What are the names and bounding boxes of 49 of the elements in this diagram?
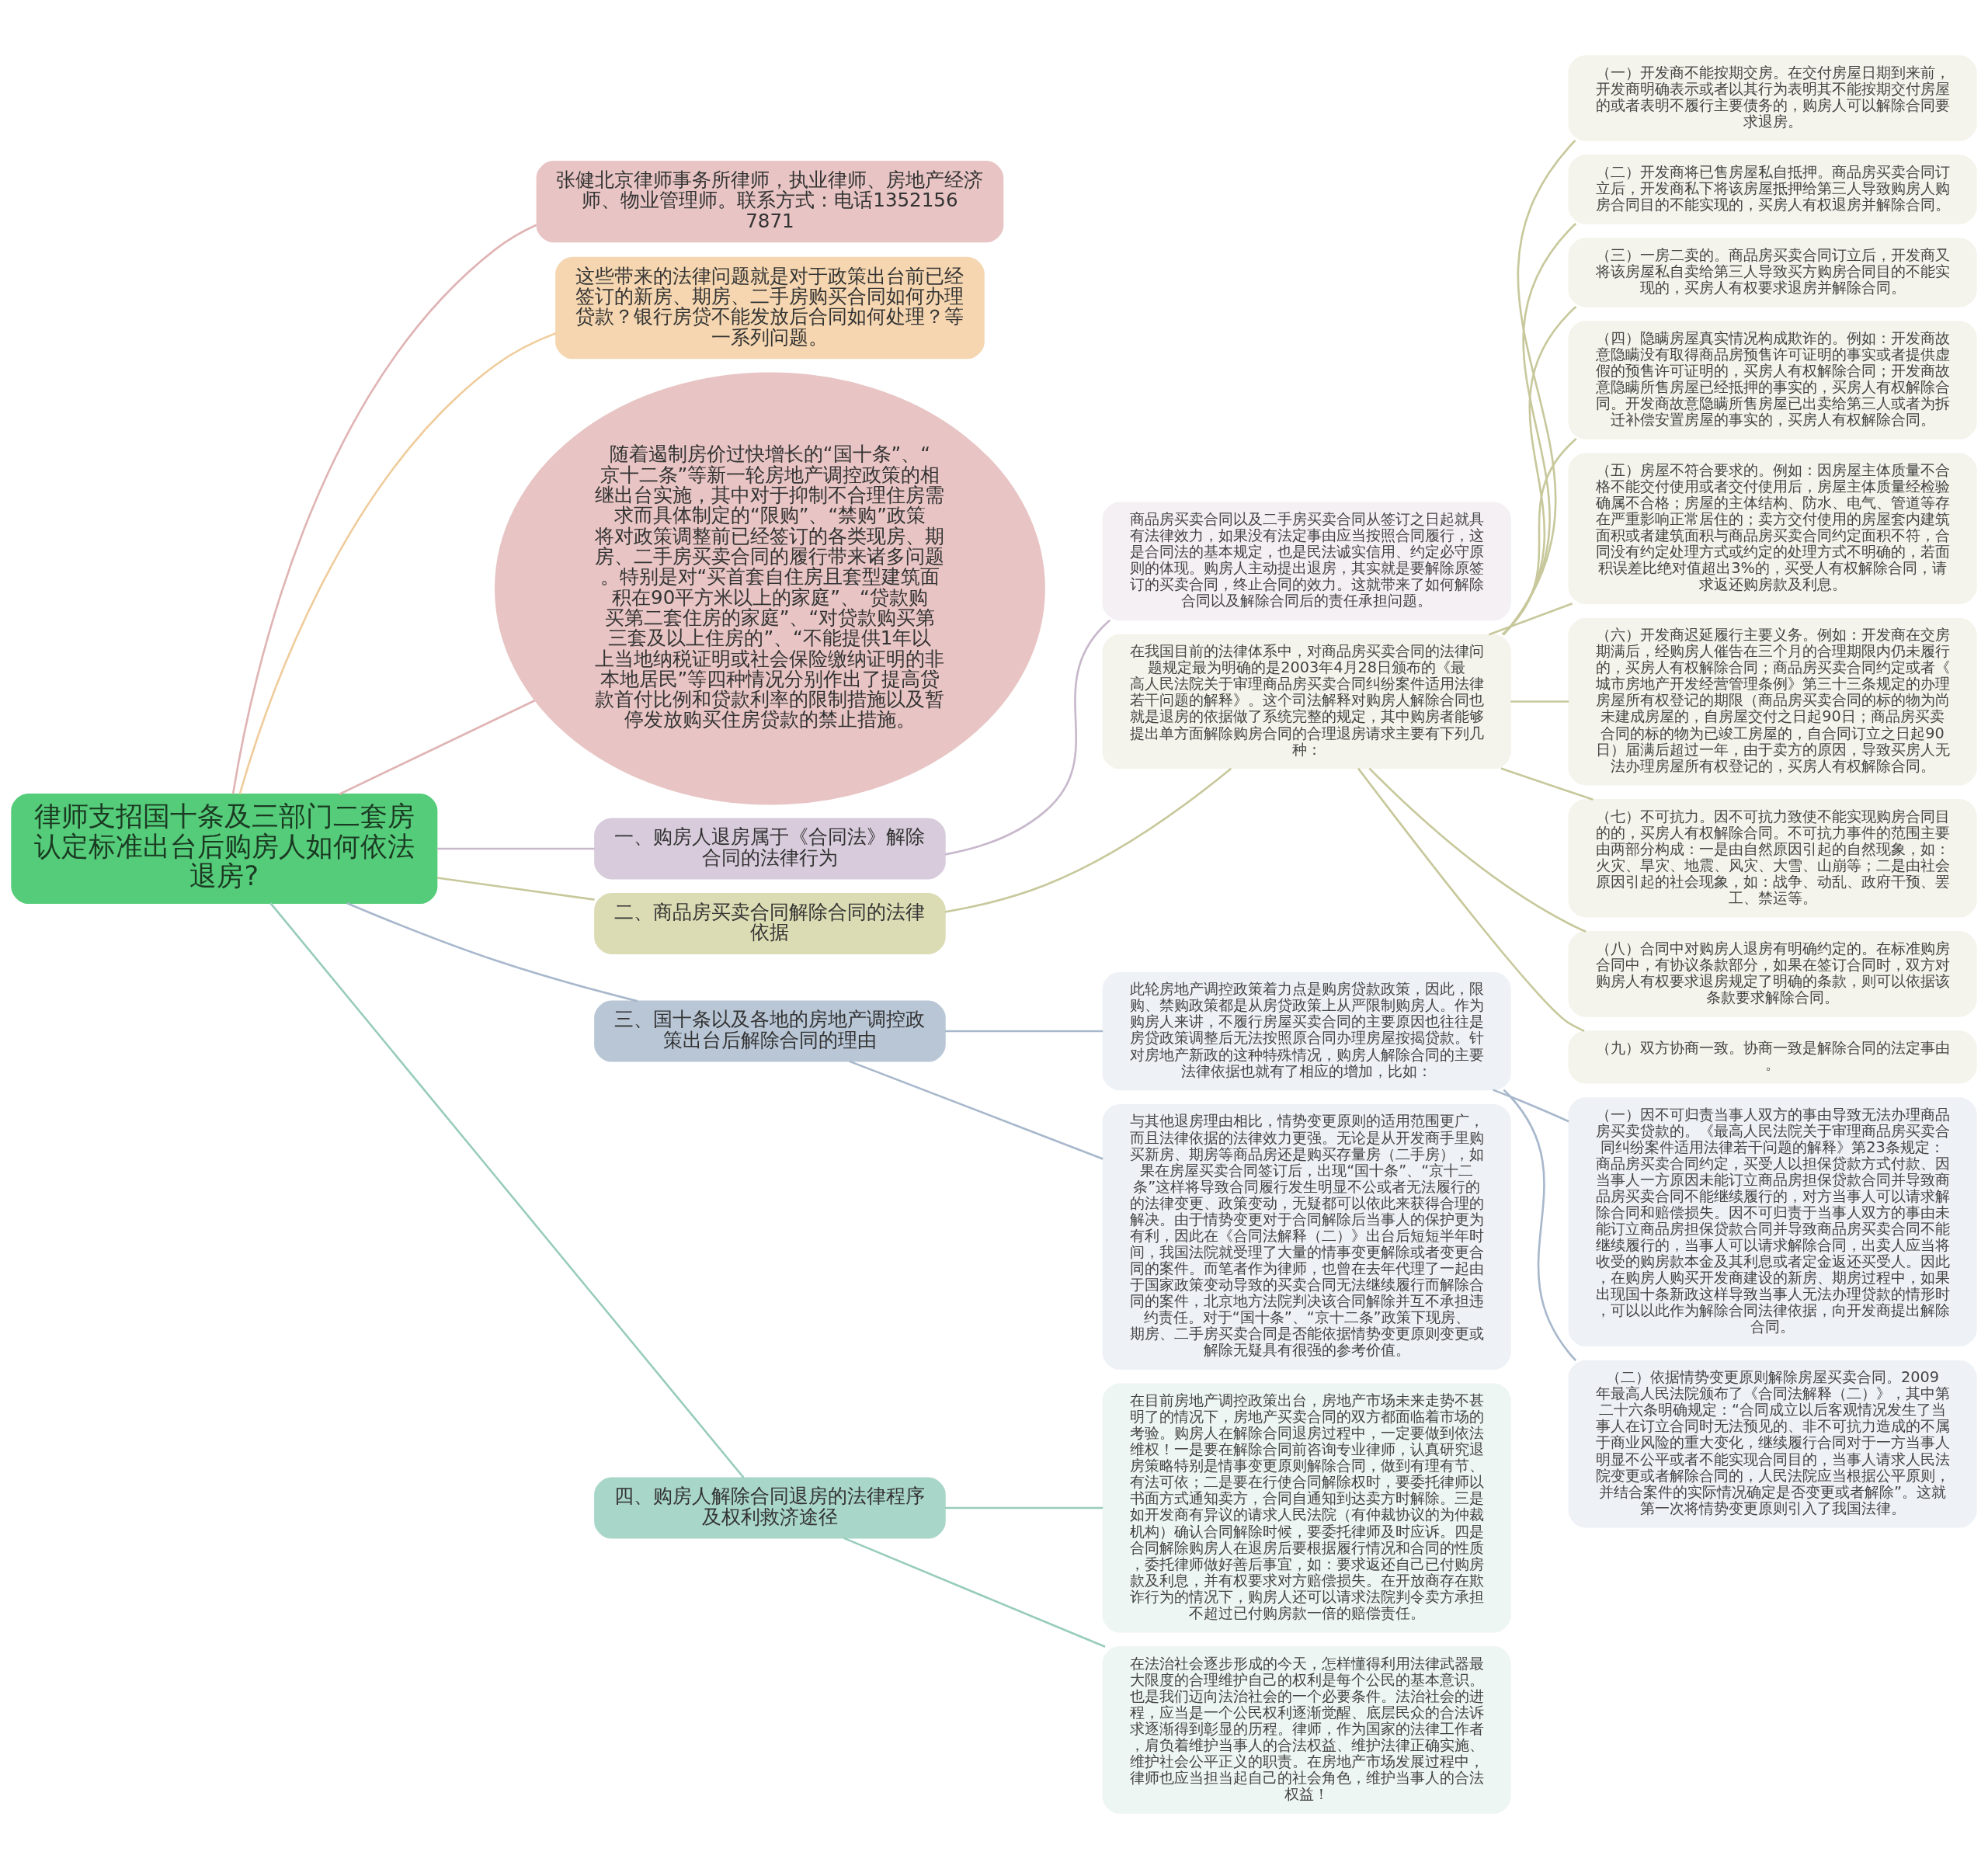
node-box: 四、购房人解除合同退房的法律程序及权利救济途径 — [594, 1477, 946, 1539]
node-box: 三、国十条以及各地的房地产调控政策出台后解除合同的理由 — [594, 1000, 946, 1062]
connector — [1488, 603, 1573, 636]
node-box: （一）开发商不能按期交房。在交付房屋日期到来前，开发商明确表示或者以其行为表明其不能按期交付房屋的或者表明不履行主要债务的，购房人可以解除合同要求退房。 — [1568, 55, 1977, 141]
node-box: （八）合同中对购房人退房有明确约定的。在标准购房合同中，有协议条款部分，如果在签订合同时，双方对购房人有权要求退房规定了明确的条款，则可以依据该条款要求解除合同。 — [1568, 931, 1977, 1017]
connector — [1501, 438, 1577, 636]
node-box: （六）开发商迟延履行主要义务。例如：开发商在交房期满后，经购房人催告在三个月的合理期限内仍未履行的，买房人有权解除合同；商品房买卖合同约定或者《城市房地产开发经营管理条例》第三十三条规定的办理房屋所有权登记的期限（商品房买卖合同的标的物为尚未建成房屋的，自房屋交付之日起90日；商品房买卖合同的标的物为已竣工房屋的，自合同订立之日起90日）届满后超过一年，由于卖方的原因，导致买房人无法办理房屋所有权登记的，买房人有权解除合同。 — [1568, 617, 1977, 786]
connector — [944, 1030, 1103, 1033]
connector — [346, 902, 638, 1002]
connector — [269, 902, 745, 1478]
connector — [1510, 700, 1569, 703]
connector — [436, 877, 595, 901]
node-box: 此轮房地产调控政策着力点是购房贷款政策，因此，限购、禁购政策都是从房贷政策上从严限制购房人。作为购房人来讲，不履行房屋买卖合同的主要原因也往往是房贷政策调整后无法按照原合同办理房屋按揭贷款。针对房地产新政的这种特殊情况，购房人解除合同的主要法律依据也就有了相应的增加，比如： — [1102, 971, 1511, 1091]
connector — [231, 224, 537, 794]
connector — [944, 619, 1111, 856]
node-box: （四）隐瞒房屋真实情况构成欺诈的。例如：开发商故意隐瞒没有取得商品房预售许可证明的事实或者提供虚假的预售许可证明的，买房人有权解除合同；开发商故意隐瞒所售房屋已经抵押的事实的，买房人有权解除合同。开发商故意隐瞒所售房屋已出卖给第三人或者为拆迁补偿安置房屋的事实的，买房人有权解除合同。 — [1568, 321, 1977, 439]
connector — [1502, 223, 1577, 636]
node-box: 张健北京律师事务所律师，执业律师、房地产经济师、物业管理师。联系方式：电话13521567871 — [536, 161, 1004, 243]
connector — [1502, 306, 1577, 636]
connector — [339, 700, 536, 795]
connector — [843, 1537, 1106, 1648]
connector — [849, 1060, 1103, 1160]
node-box: （一）因不可归责当事人双方的事由导致无法办理商品房买卖贷款的。《最高人民法院关于审理商品房买卖合同纠纷案件适用法律若干问题的解释》第23条规定：商品房买卖合同约定，买受人以担保贷款方式付款、因当事人一方原因未能订立商品房担保贷款合同并导致商品房买卖合同不能继续履行的，对方当事人可以请求解除合同和赔偿损失。因不可归责于当事人双方的事由未能订立商品房担保贷款合同并导致商品房买卖合同不能继续履行的，当事人可以请求解除合同，出卖人应当将收受的购房款本金及其利息或者定金返还买受人。因此，在购房人购买开发商建设的新房、期房过程中，如果出现国十条新政这样导致当事人无法办理贷款的情形时，可以以此作为解除合同法律依据，向开发商提出解除合同。 — [1568, 1097, 1977, 1347]
node-box: 二、商品房买卖合同解除合同的法律依据 — [594, 893, 946, 954]
node-ellipse: 随着遏制房价过快增长的“国十条”、“京十二条”等新一轮房地产调控政策的相继出台实施，其中对于抑制不合理住房需求而具体制定的“限购”、“禁购”政策将对政策调整前已经签订的各类现房、期房、二手房买卖合同的履行带来诸多问题。特别是对“买首套自住房且套型建筑面积在90平方米以上的家庭”、“贷款购买第二套住房的家庭”、“对贷款购买第三套及以上住房的”、“不能提供1年以上当地纳税证明或社会保险缴纳证明的非本地居民”等四种情况分别作出了提高贷款首付比例和贷款利率的限制措施以及暂停发放购买住房贷款的禁止措施。 — [495, 372, 1045, 805]
connector — [1368, 767, 1587, 933]
connector — [436, 847, 595, 850]
connector — [1357, 767, 1585, 1032]
node-box: 在我国目前的法律体系中，对商品房买卖合同的法律问题规定最为明确的是2003年4月28日颁布的《最高人民法院关于审理商品房买卖合同纠纷案件适用法律若干问题的解释》。这个司法解释对购房人解除合同也就是退房的依据做了系统完整的规定，其中购房者能够提出单方面解除购房合同的合理退房请求主要有下列几种： — [1102, 634, 1511, 769]
node-box: 与其他退房理由相比，情势变更原则的适用范围更广，而且法律依据的法律效力更强。无论是从开发商手里购买新房、期房等商品房还是购买存量房（二手房），如果在房屋买卖合同签订后，出现“国十条”、“京十二条”这样将导致合同履行发生明显不公或者无法履行的的法律变更、政策变动，无疑都可以依此来获得合理的解决。由于情势变更对于合同解除后当事人的保护更为有利，因此在《合同法解释（二）》出台后短短半年时间，我国法院就受理了大量的情事变更解除或者变更合同的案件。而笔者作为律师，也曾在去年代理了一起由于国家政策变动导致的买卖合同无法继续履行而解除合同的案件，北京地方法院判决该合同解除并互不承担违约责任。对于“国十条”、“京十二条”政策下现房、期房、二手房买卖合同是否能依据情势变更原则变更或解除无疑具有很强的参考价值。 — [1102, 1103, 1511, 1370]
node-box: （九）双方协商一致。协商一致是解除合同的法定事由。 — [1568, 1030, 1977, 1084]
connector — [1502, 140, 1576, 636]
connector — [1493, 1089, 1569, 1123]
connector — [1500, 767, 1594, 801]
node-box: 商品房买卖合同以及二手房买卖合同从签订之日起就具有法律效力，如果没有法定事由应当按照合同履行，这是合同法的基本规定，也是民法诚实信用、约定必守原则的体现。购房人主动提出退房，其实就是要解除原签订的买卖合同，终止合同的效力。这就带来了如何解除合同以及解除合同后的责任承担问题。 — [1102, 502, 1511, 621]
node-box: 在法治社会逐步形成的今天，怎样懂得利用法律武器最大限度的合理维护自己的权利是每个公民的基本意识。也是我们迈向法治社会的一个必要条件。法治社会的进程，应当是一个公民权利逐渐觉醒、底层民众的合法诉求逐渐得到彰显的历程。律师，作为国家的法律工作者，肩负着维护当事人的合法权益、维护法律正确实施、维护社会公平正义的职责。在房地产市场发展过程中，律师也应当担当起自己的社会角色，维护当事人的合法权益！ — [1102, 1646, 1511, 1814]
node-box: 这些带来的法律问题就是对于政策出台前已经签订的新房、期房、二手房购买合同如何办理贷款？银行房贷不能发放后合同如何处理？等一系列问题。 — [555, 256, 985, 360]
connector — [944, 767, 1232, 913]
node-box: 律师支招国十条及三部门二套房认定标准出台后购房人如何依法退房? — [11, 793, 438, 905]
connector — [238, 332, 557, 794]
node-box: （二）开发商将已售房屋私自抵押。商品房买卖合同订立后，开发商私下将该房屋抵押给第三人导致购房人购房合同目的不能实现的，买房人有权退房并解除合同。 — [1568, 155, 1977, 224]
node-box: （七）不可抗力。因不可抗力致使不能实现购房合同目的的，买房人有权解除合同。不可抗力事件的范围主要由两部分构成：一是由自然原因引起的自然现象，如：火灾、旱灾、地震、风灾、大雪、山崩等；二是由社会原因引起的社会现象，如：战争、动乱、政府干预、罢工、禁运等。 — [1568, 798, 1977, 918]
node-box: 在目前房地产调控政策出台，房地产市场未来走势不甚明了的情况下，房地产买卖合同的双方都面临着市场的考验。购房人在解除合同退房过程中，一定要做到依法维权！一是要在解除合同前咨询专业律师，认真研究退房策略特别是情事变更原则解除合同，做到有理有节、有法可依；二是要在行使合同解除权时，要委托律师以书面方式通知卖方，合同自通知到达卖方时解除。三是如开发商有异议的请求人民法院（有仲裁协议的为仲裁机构）确认合同解除时候，要委托律师及时应诉。四是合同解除购房人在退房后要根据履行情况和合同的性质，委托律师做好善后事宜，如：要求返还自己已付购房款及利息，并有权要求对方赔偿损失。在开放商存在欺诈行为的情况下，购房人还可以请求法院判令卖方承担不超过已付购房款一倍的赔偿责任。 — [1102, 1383, 1511, 1633]
node-box: （三）一房二卖的。商品房买卖合同订立后，开发商又将该房屋私自卖给第三人导致买方购房合同目的不能实现的，买房人有权要求退房并解除合同。 — [1568, 238, 1977, 307]
connector — [944, 1506, 1103, 1509]
node-box: （二）依据情势变更原则解除房屋买卖合同。2009年最高人民法院颁布了《合同法解释（二）》，其中第二十六条明确规定：“合同成立以后客观情况发生了当事人在订立合同时无法预见的、非不可抗力造成的不属于商业风险的重大变化，继续履行合同对于一方当事人明显不公平或者不能实现合同目的，当事人请求人民法院变更或者解除合同的，人民法院应当根据公平原则，并结合案件的实际情况确定是否变更或者解除”。这就第一次将情势变更原则引入了我国法律。 — [1568, 1360, 1977, 1528]
connector — [1503, 1089, 1577, 1361]
node-box: （五）房屋不符合要求的。例如：因房屋主体质量不合格不能交付使用或者交付使用后，房屋主体质量经检验确属不合格；房屋的主体结构、防水、电气、管道等存在严重影响正常居住的；卖方交付使用的房屋套内建筑面积或者建筑面积与商品房买卖合同约定面积不符，合同没有约定处理方式或约定的处理方式不明确的，若面积误差比绝对值超出3%的，买受人有权解除合同，请求返还购房款及利息。 — [1568, 453, 1977, 605]
node-box: 一、购房人退房属于《合同法》解除合同的法律行为 — [594, 818, 946, 880]
